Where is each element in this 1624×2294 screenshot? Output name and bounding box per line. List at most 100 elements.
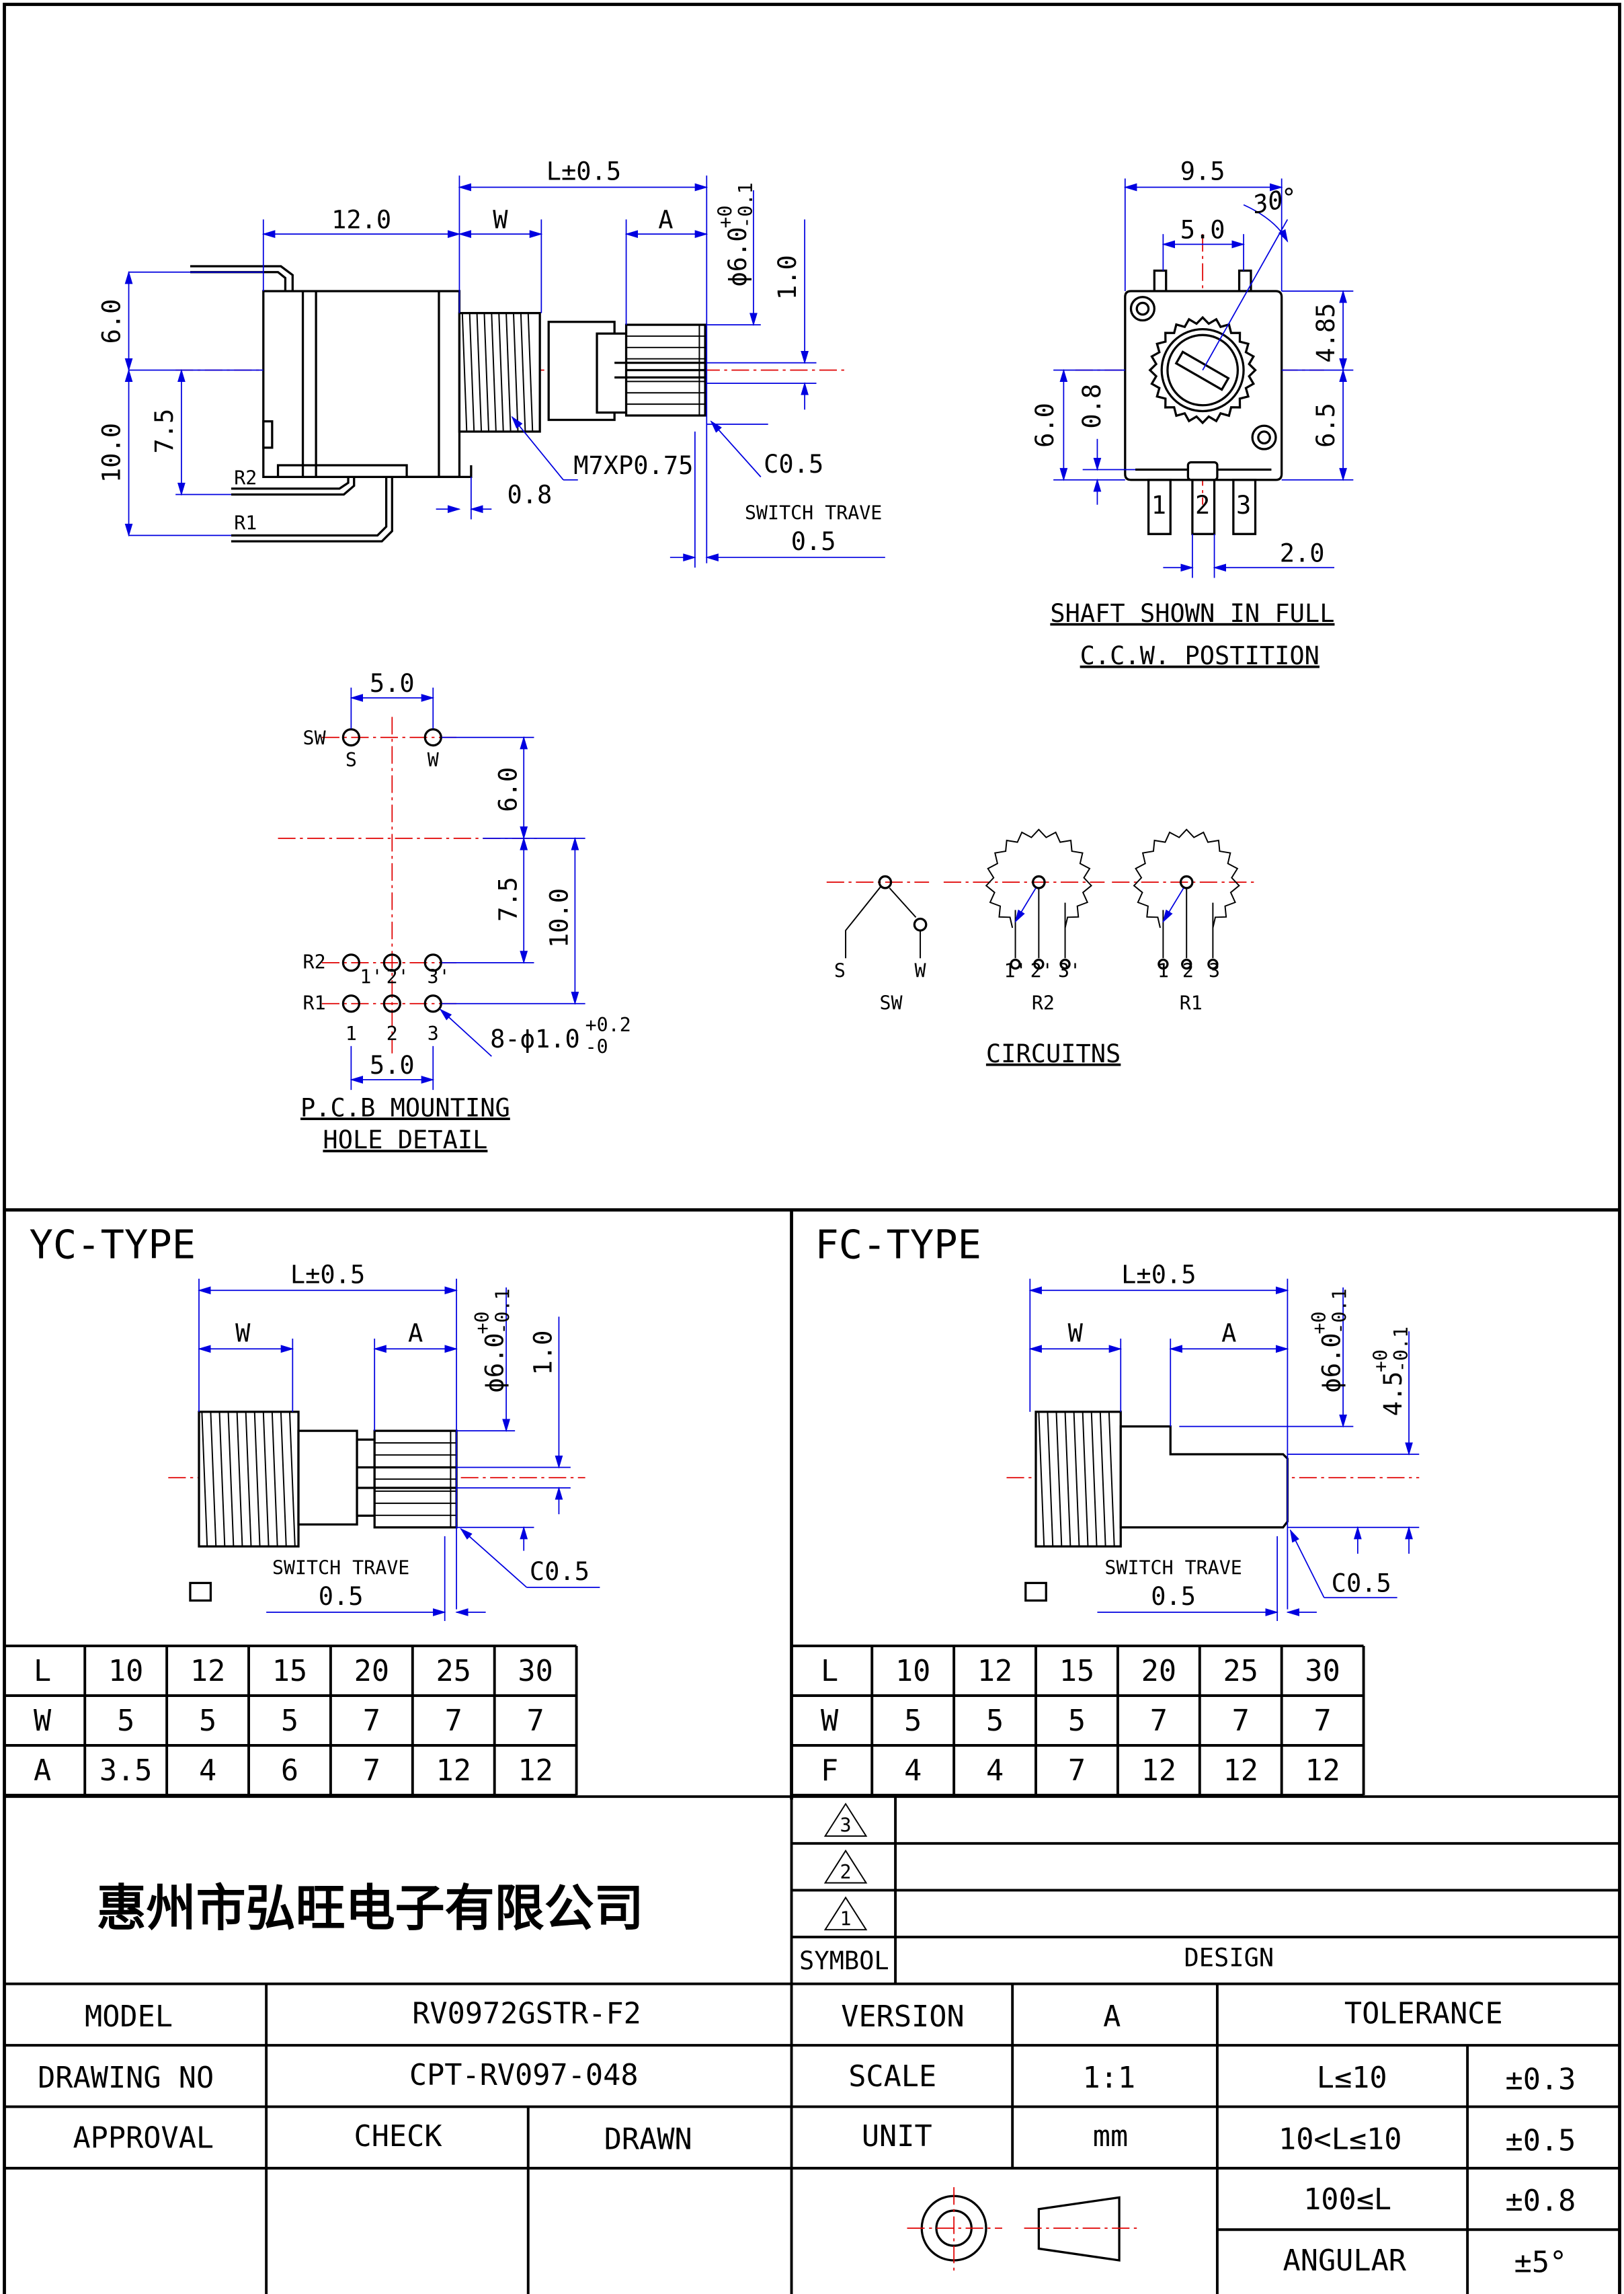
table-cell: 7	[363, 1704, 380, 1738]
shaft-note-line-2: C.C.W. POSTITION	[1080, 641, 1320, 670]
main-view: L±0.5 12.0 W A ϕ6.0 +0 -0.1 1.0 6.0 10.0…	[97, 157, 885, 568]
table-cell: 5	[1068, 1704, 1086, 1738]
check-label: CHECK	[354, 2120, 443, 2153]
yc-dim-w: W	[235, 1318, 251, 1347]
front-pin-2: 2	[1195, 491, 1210, 520]
table-cell: W	[821, 1704, 839, 1738]
pcb-s-label: S	[346, 749, 357, 771]
table-cell: 15	[272, 1655, 307, 1688]
r2-circuit-pin-3: 3'	[1058, 960, 1081, 982]
r1-circuit-pin-3: 3	[1209, 960, 1220, 982]
front-pin-3: 3	[1236, 491, 1251, 520]
fc-type-section: FC-TYPE L±0.5 W A ϕ6.0 +0 -0.1	[791, 1221, 1420, 1796]
table-cell: 7	[1232, 1704, 1250, 1738]
sw-circuit-w: W	[915, 960, 927, 982]
fc-dim-flat: 4.5	[1379, 1372, 1408, 1417]
table-cell: 25	[436, 1655, 471, 1688]
drawing-no-value: CPT-RV097-048	[409, 2059, 639, 2092]
projection-symbol	[907, 2187, 1139, 2271]
tolerance-value-4: ±5°	[1514, 2246, 1568, 2279]
version-value: A	[1103, 2000, 1121, 2034]
table-cell: L	[34, 1655, 51, 1688]
dim-front-left-small: 0.8	[1078, 384, 1106, 429]
pcb-r1-pin-1: 1	[346, 1023, 357, 1045]
unit-value: mm	[1093, 2120, 1128, 2153]
table-cell: 30	[518, 1655, 553, 1688]
dim-w: W	[493, 205, 508, 234]
shaft-note-line-1: SHAFT SHOWN IN FULL	[1050, 599, 1334, 628]
pcb-r1-label: R1	[303, 992, 326, 1014]
dim-front-lower: 6.5	[1311, 403, 1340, 448]
pcb-r2-pin-1: 1'	[360, 965, 382, 988]
dim-front-width: 9.5	[1180, 157, 1225, 186]
pin-label-r2: R2	[234, 467, 257, 489]
sw-circuit: S W SW	[834, 875, 928, 1014]
circuits-title: CIRCUITNS	[986, 1039, 1121, 1068]
svg-text:1: 1	[840, 1908, 852, 1930]
table-cell: 10	[895, 1655, 930, 1688]
tolerance-value-3: ±0.8	[1506, 2184, 1576, 2218]
table-cell: 7	[363, 1754, 380, 1788]
fc-dim-shaft-diameter: ϕ6.0	[1317, 1333, 1346, 1393]
drawing-no-label: DRAWING NO	[38, 2061, 214, 2095]
fc-dim-chamfer: C0.5	[1332, 1569, 1391, 1598]
company-name: 惠州市弘旺电子有限公司	[97, 1880, 644, 1938]
table-cell: 5	[199, 1704, 216, 1738]
table-cell: 12	[1305, 1754, 1340, 1788]
table-cell: 4	[986, 1754, 1004, 1788]
table-cell: W	[34, 1704, 52, 1738]
unit-label: UNIT	[862, 2120, 932, 2153]
dim-thread: M7XP0.75	[573, 451, 693, 480]
tolerance-value-1: ±0.3	[1506, 2063, 1576, 2096]
pcb-top-pitch: 5.0	[370, 669, 415, 698]
sw-circuit-s: S	[834, 960, 846, 982]
dim-body-length: 12.0	[331, 205, 391, 234]
table-cell: 30	[1305, 1655, 1340, 1688]
table-cell: 20	[1141, 1655, 1176, 1688]
yc-switch-travel-value: 0.5	[319, 1582, 364, 1611]
yc-dim-tol-lower: -0.1	[491, 1288, 514, 1334]
table-cell: 12	[436, 1754, 471, 1788]
dim-chamfer: C0.5	[764, 450, 823, 479]
yc-type-section: YC-TYPE L±0.5 W A ϕ6	[4, 1221, 600, 1796]
yc-dim-chamfer: C0.5	[530, 1557, 590, 1586]
fc-dim-flat-tol-lower: -0.1	[1390, 1327, 1412, 1372]
design-label: DESIGN	[1184, 1944, 1274, 1973]
table-cell: 7	[1314, 1704, 1332, 1738]
dim-shaft-tol-lower: -0.1	[735, 182, 757, 228]
scale-value: 1:1	[1083, 2061, 1136, 2095]
tolerance-value-2: ±0.5	[1506, 2125, 1576, 2158]
table-cell: L	[821, 1655, 838, 1688]
pcb-sw-label: SW	[303, 727, 327, 750]
table-cell: 20	[354, 1655, 389, 1688]
fc-switch-travel-label: SWITCH TRAVE	[1104, 1556, 1242, 1579]
table-cell: 5	[904, 1704, 922, 1738]
yc-dim-flat: 1.0	[529, 1331, 558, 1376]
yc-dim-tol-upper: +0	[471, 1311, 493, 1334]
table-cell: 7	[445, 1704, 462, 1738]
table-cell: 10	[108, 1655, 143, 1688]
table-cell: 5	[117, 1704, 134, 1738]
fc-dim-flat-tol-upper: +0	[1369, 1349, 1391, 1372]
revision-mark-3: 3	[823, 1803, 868, 1837]
dim-front-left-height: 6.0	[1030, 403, 1059, 448]
pcb-title-line-1: P.C.B MOUNTING	[300, 1093, 510, 1122]
model-label: MODEL	[85, 2000, 173, 2034]
yc-dim-overall-length: L±0.5	[290, 1260, 365, 1289]
switch-travel-value: 0.5	[791, 527, 836, 556]
table-cell: 5	[281, 1704, 298, 1738]
fc-type-title: FC-TYPE	[815, 1221, 981, 1267]
switch-travel-label: SWITCH TRAVE	[745, 502, 882, 524]
table-cell: 12	[1223, 1754, 1258, 1788]
svg-text:3: 3	[840, 1814, 852, 1836]
symbol-label: SYMBOL	[799, 1946, 889, 1975]
pcb-bottom-pitch: 5.0	[370, 1051, 415, 1080]
pcb-dim-v3: 10.0	[545, 888, 574, 948]
dim-overall-length: L±0.5	[546, 157, 621, 186]
pcb-r2-pin-2: 2'	[387, 965, 409, 988]
table-cell: 4	[199, 1754, 216, 1788]
pcb-holes-tol-upper: +0.2	[585, 1014, 631, 1036]
r2-circuit-label: R2	[1032, 992, 1055, 1014]
table-cell: 25	[1223, 1655, 1258, 1688]
